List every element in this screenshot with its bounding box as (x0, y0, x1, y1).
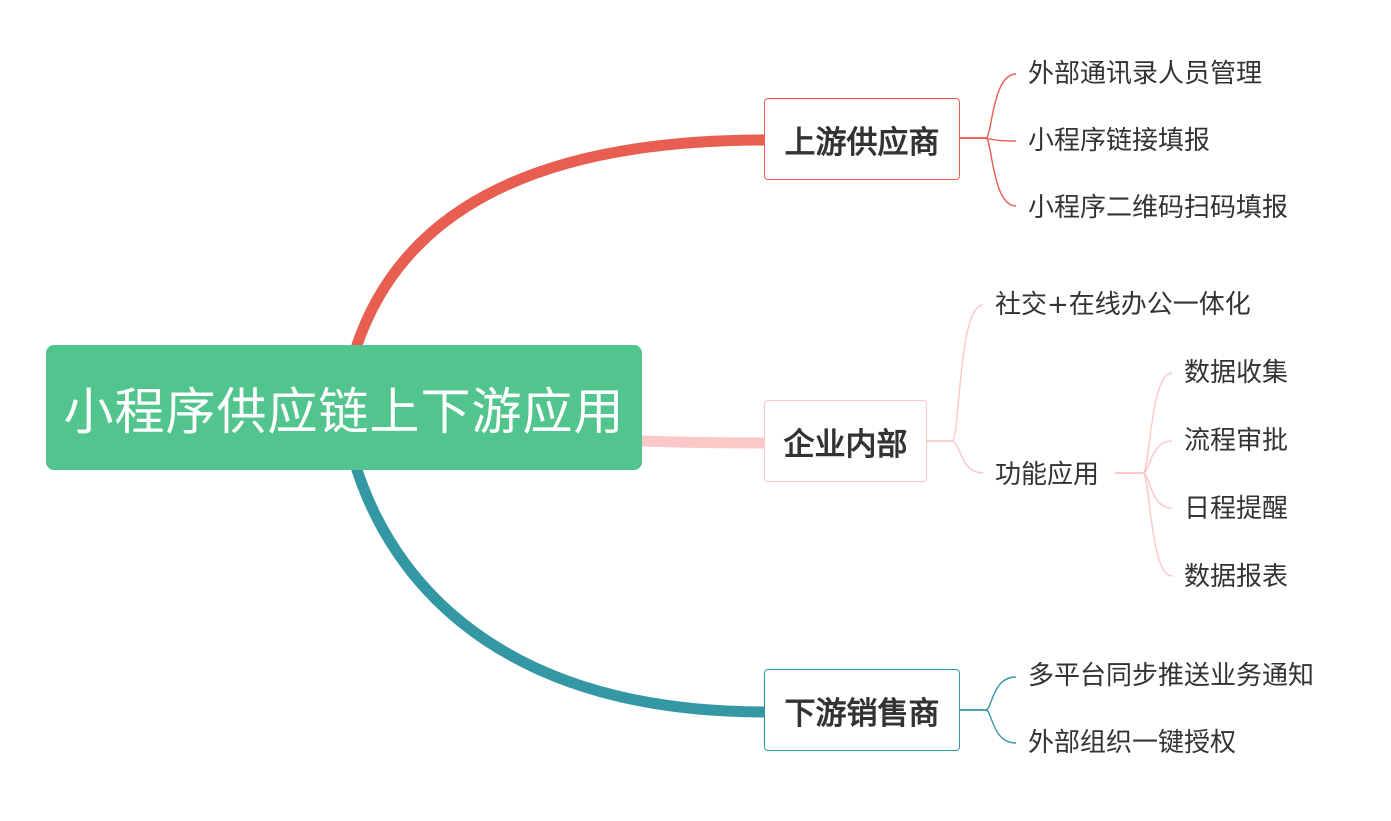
leaf-node[interactable]: 数据收集 (1184, 358, 1289, 388)
leaf-node[interactable]: 日程提醒 (1184, 494, 1289, 524)
leaf-node[interactable]: 多平台同步推送业务通知 (1028, 661, 1315, 691)
root-node[interactable]: 小程序供应链上下游应用 (46, 345, 642, 470)
leaf-node[interactable]: 小程序链接填报 (1028, 126, 1211, 156)
leaf-node[interactable]: 数据报表 (1184, 562, 1289, 592)
leaf-node[interactable]: 小程序二维码扫码填报 (1028, 193, 1289, 223)
connector-root-upstream (351, 134, 771, 351)
connectors-internal-leaves (927, 304, 1173, 577)
leaf-node[interactable]: 外部组织一键授权 (1028, 728, 1237, 758)
connector-upstream-leaf-1 (960, 73, 1017, 139)
branch-node-downstream-distributor[interactable]: 下游销售商 (764, 669, 960, 751)
branch-node-internal[interactable]: 企业内部 (764, 400, 927, 482)
connector-root-downstream (351, 464, 771, 718)
connector-root-internal (636, 435, 771, 449)
connector-internal-leaf-1 (927, 304, 984, 442)
leaf-node[interactable]: 外部通讯录人员管理 (1028, 59, 1263, 89)
connector-internal-leaf-2 (927, 440, 984, 474)
leaf-node[interactable]: 社交+在线办公一体化 (995, 290, 1251, 320)
subtopic-node[interactable]: 功能应用 (995, 460, 1100, 490)
connectors-downstream-leaves (960, 676, 1017, 744)
branch-node-upstream-supplier[interactable]: 上游供应商 (764, 98, 960, 180)
connector-upstream-leaf-3 (960, 137, 1017, 207)
connectors-upstream-leaves (960, 73, 1017, 207)
connector-func-leaf-4 (1115, 472, 1173, 577)
connector-func-leaf-3 (1115, 472, 1173, 509)
leaf-node[interactable]: 流程审批 (1184, 426, 1289, 456)
connector-downstream-leaf-1 (960, 676, 1017, 711)
connector-func-leaf-1 (1115, 372, 1173, 474)
connector-downstream-leaf-2 (960, 709, 1017, 744)
connector-func-leaf-2 (1115, 440, 1173, 474)
